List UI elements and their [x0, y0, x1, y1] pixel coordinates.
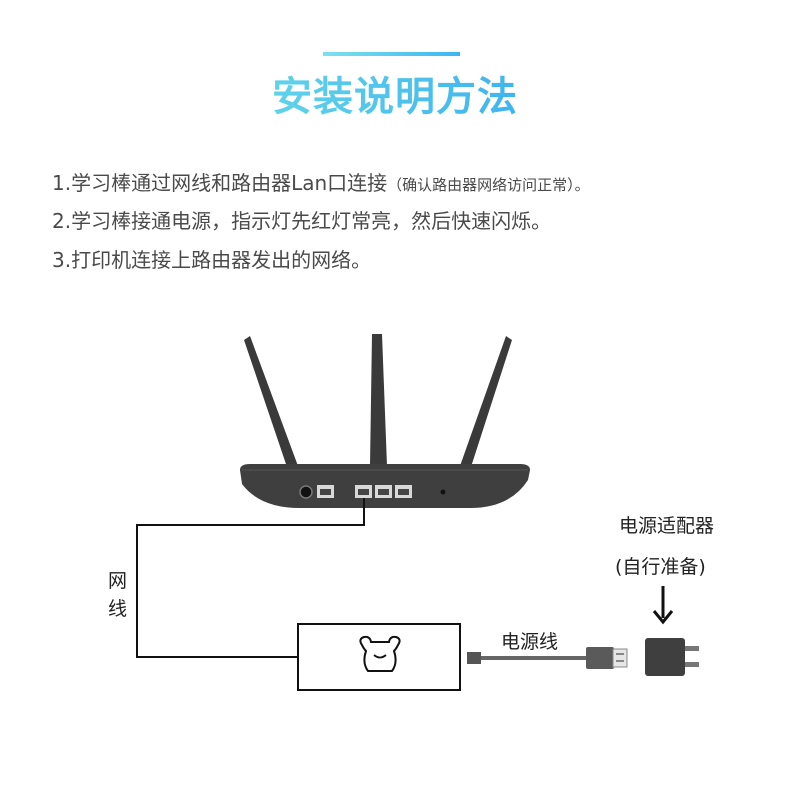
router-lan-port-2	[375, 485, 392, 498]
router-antennas	[244, 334, 512, 470]
power-adapter	[645, 638, 699, 676]
router-indicator-light	[441, 490, 446, 495]
network-cable-label-2: 线	[108, 594, 127, 621]
antenna-middle	[370, 334, 387, 466]
learning-stick	[298, 624, 460, 690]
router-lan-port-1	[355, 485, 372, 498]
power-adapter-note: (自行准备)	[615, 552, 706, 579]
router-wan-port	[317, 485, 334, 498]
power-cable-label: 电源线	[501, 627, 558, 654]
router-power-port	[300, 486, 312, 498]
network-cable-label-1: 网	[108, 566, 127, 593]
antenna-left	[244, 336, 298, 470]
antenna-right	[460, 336, 512, 470]
down-arrow-icon	[654, 586, 672, 622]
router-lan-port-3	[395, 485, 412, 498]
power-adapter-label: 电源适配器	[619, 511, 714, 538]
router	[240, 464, 530, 508]
